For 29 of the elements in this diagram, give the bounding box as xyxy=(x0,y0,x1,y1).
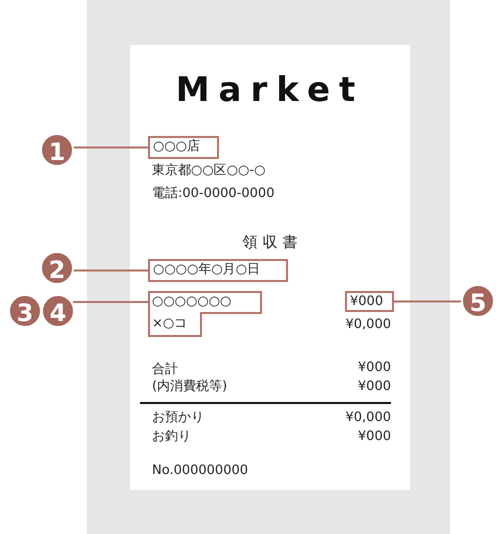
item-label: お釣り xyxy=(152,429,191,445)
price-text: ¥0,000 xyxy=(346,317,391,333)
item-label: (内消費税等) xyxy=(152,379,228,395)
item-text: ○○○○○○○ xyxy=(152,294,232,310)
price-text: ¥000 xyxy=(358,429,391,445)
shop-title: Market xyxy=(176,70,364,110)
item-label: 合計 xyxy=(152,362,178,378)
price-text: ¥000 xyxy=(358,360,391,376)
leader-line xyxy=(72,146,148,148)
receipt-heading: 領 収 書 xyxy=(242,233,298,251)
price-text: ¥000 xyxy=(358,379,391,395)
item-label: お預かり xyxy=(152,410,204,426)
highlight-box: ○○○店 xyxy=(148,136,219,159)
price-text: ¥0,000 xyxy=(346,410,391,426)
callout-number: 3 xyxy=(8,294,42,328)
leader-line xyxy=(72,270,148,272)
receipt-number: No.000000000 xyxy=(152,463,248,479)
highlight-box: ○○○○年○月○日 xyxy=(148,259,288,282)
address-text: 東京都○○区○○-○ xyxy=(152,163,266,179)
leader-line xyxy=(394,300,463,302)
leader-line xyxy=(73,301,148,303)
callout-number: 4 xyxy=(41,294,75,328)
callout-number: 5 xyxy=(461,284,495,318)
highlight-box: ¥000 xyxy=(345,291,394,312)
phone-text: 電話:00-0000-0000 xyxy=(152,186,274,202)
callout-number: 1 xyxy=(40,133,74,167)
callout-number: 2 xyxy=(40,251,74,285)
highlight-box xyxy=(148,291,262,337)
item-text: ×○コ xyxy=(152,316,188,332)
